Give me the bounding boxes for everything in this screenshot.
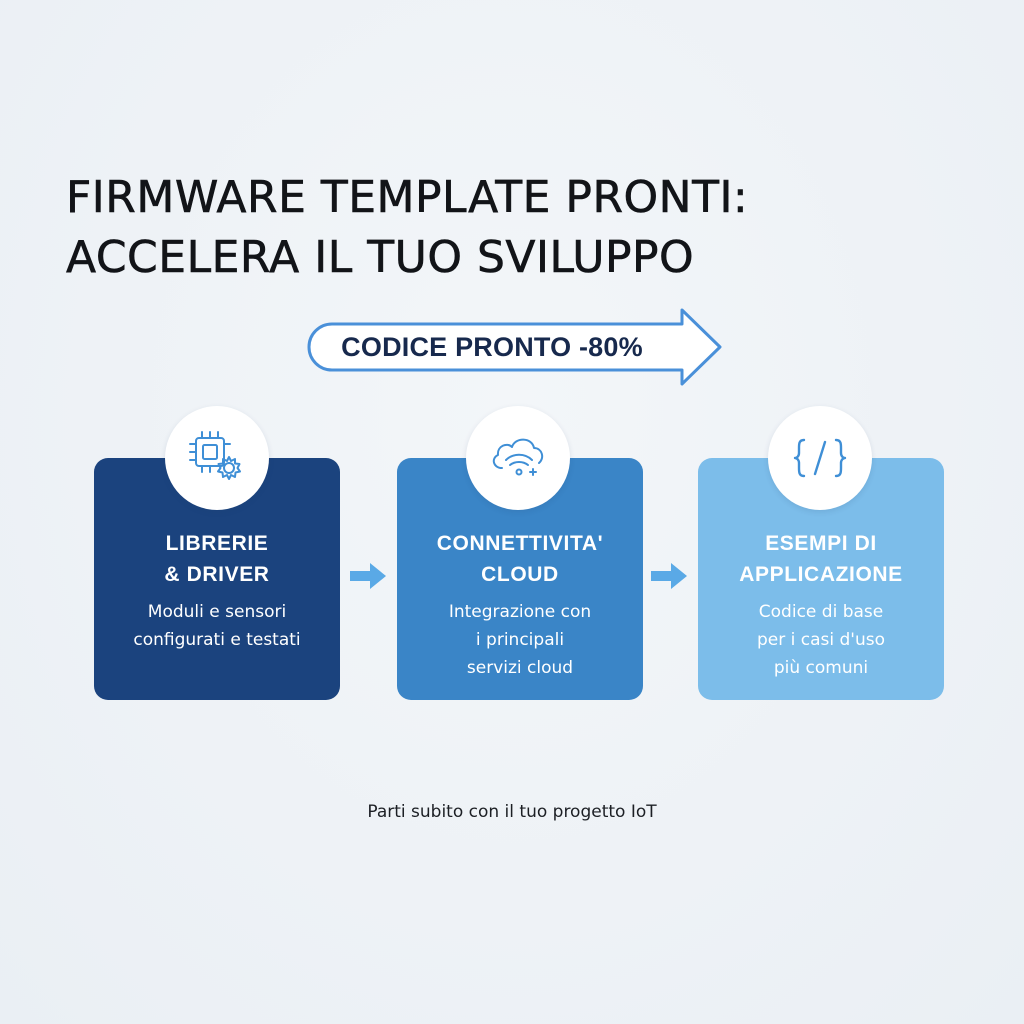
card-desc-line: Codice di base [758,602,884,622]
badge-label: CODICE PRONTO -80% [341,332,643,362]
card-desc-line: servizi cloud [466,658,574,678]
code-brackets-icon [768,406,872,510]
card-title-line: & DRIVER [164,563,270,586]
savings-badge: CODICE PRONTO -80% [296,306,726,388]
card-desc-line: i principali [475,630,565,650]
card-desc-line: Moduli e sensori [147,602,287,622]
card-desc-line: Integrazione con [448,602,592,622]
page-title: FIRMWARE TEMPLATE PRONTI: ACCELERA IL TU… [66,168,748,288]
card-description: Integrazione con i principali servizi cl… [397,598,643,682]
chip-gear-icon [165,406,269,510]
card-application-examples: ESEMPI DI APPLICAZIONE Codice di base pe… [698,458,944,700]
card-title-line: CONNETTIVITA' [436,532,604,555]
title-line-2: ACCELERA IL TUO SVILUPPO [66,232,695,284]
card-cloud-connectivity: CONNETTIVITA' CLOUD Integrazione con i p… [397,458,643,700]
card-desc-line: più comuni [773,658,869,678]
card-desc-line: per i casi d'uso [756,630,885,650]
card-desc-line: configurati e testati [133,630,301,650]
card-title-line: CLOUD [481,563,559,586]
card-description: Moduli e sensori configurati e testati [94,598,340,654]
card-title-line: LIBRERIE [165,532,269,555]
card-title: LIBRERIE & DRIVER [94,528,340,590]
card-title-line: APPLICAZIONE [739,563,903,586]
card-title: ESEMPI DI APPLICAZIONE [698,528,944,590]
footer-tagline: Parti subito con il tuo progetto IoT [367,802,657,822]
step-arrow-icon [651,563,687,589]
cloud-wifi-icon [466,406,570,510]
title-line-1: FIRMWARE TEMPLATE PRONTI: [66,172,749,224]
badge-arrow-shape [307,308,722,386]
card-description: Codice di base per i casi d'uso più comu… [698,598,944,682]
card-title-line: ESEMPI DI [765,532,877,555]
card-title: CONNETTIVITA' CLOUD [397,528,643,590]
step-arrow-icon [350,563,386,589]
